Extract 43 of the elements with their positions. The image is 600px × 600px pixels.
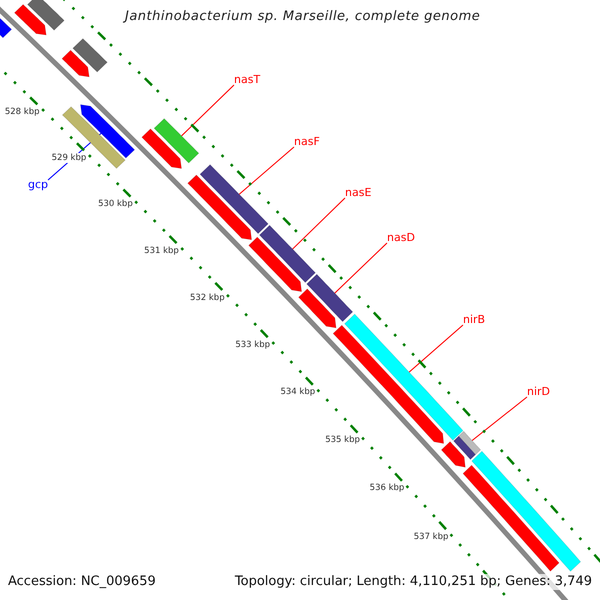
gene-feature <box>306 274 354 322</box>
scale-label: 531 kbp <box>144 246 179 256</box>
gene-label: nasE <box>345 186 372 199</box>
gene-feature <box>440 441 466 468</box>
gene-feature <box>62 50 90 78</box>
gene-feature <box>458 430 482 456</box>
gene-feature <box>298 288 336 328</box>
gene-label: nasD <box>387 231 415 244</box>
scale-label: 532 kbp <box>190 292 225 302</box>
gene-feature <box>187 174 252 240</box>
gene-label: nasF <box>294 135 320 148</box>
gene-label: nirB <box>463 313 486 326</box>
scale-label: 536 kbp <box>370 483 404 494</box>
leader-line <box>334 242 388 294</box>
gene-feature <box>141 128 182 169</box>
leader-line <box>238 146 294 195</box>
leader-line <box>181 84 234 136</box>
map-title: Janthinobacterium sp. Marseille, complete genome <box>125 10 480 23</box>
gene-label: nirD <box>527 385 550 398</box>
scale-label: 533 kbp <box>235 340 270 350</box>
scale-label: 535 kbp <box>325 435 360 446</box>
gene-feature <box>14 4 47 36</box>
scale-label: 534 kbp <box>280 387 316 398</box>
gene-feature <box>200 164 269 234</box>
scale-label: 530 kbp <box>98 199 133 210</box>
gene-label: nasT <box>234 73 260 86</box>
gene-feature <box>471 450 582 572</box>
gene-feature <box>248 236 302 292</box>
scale-label: 537 kbp <box>414 532 448 542</box>
accession-text: Accession: NC_009659 <box>8 574 156 590</box>
gene-feature <box>72 38 108 72</box>
gene-label: gcp <box>28 178 48 191</box>
gene-feature <box>154 118 200 164</box>
scale-label: 528 kbp <box>4 106 40 117</box>
scale-label: 529 kbp <box>52 152 86 163</box>
gene-feature <box>462 464 560 572</box>
gene-feature <box>27 0 65 31</box>
gene-feature <box>453 436 476 460</box>
leader-line <box>472 396 528 442</box>
leader-line <box>292 198 346 250</box>
gene-feature <box>259 224 316 283</box>
leader-line <box>408 324 464 373</box>
genome-info-text: Topology: circular; Length: 4,110,251 bp; Genes: 3,749 <box>234 574 592 590</box>
